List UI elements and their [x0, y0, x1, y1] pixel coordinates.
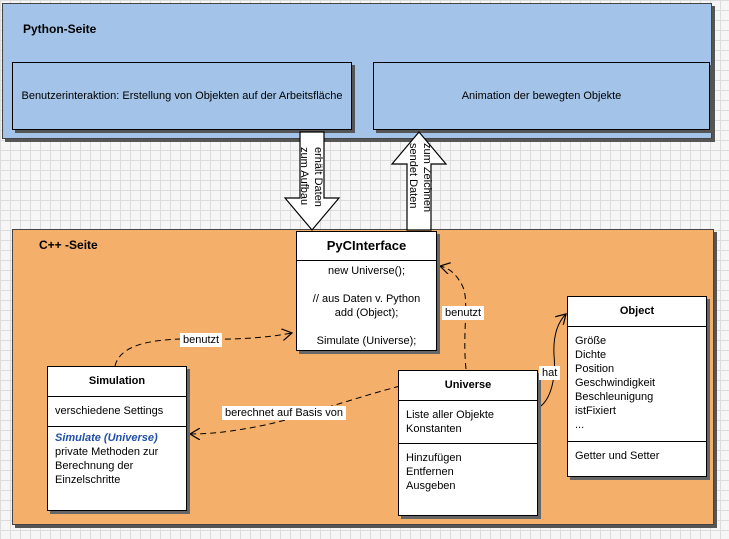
pycinterface-line-simulate: Simulate (Universe); [316, 335, 417, 347]
universe-computes-sim-label: berechnet auf Basis von [222, 406, 347, 420]
universe-uses-iface-connector [440, 266, 467, 370]
receive-data-label-1: erhält Daten [312, 147, 324, 207]
simulation-methods: Simulate (Universe) private Methoden zur… [48, 427, 186, 490]
object-attr: ... [575, 419, 585, 431]
universe-has-object-label: hat [539, 366, 561, 380]
simulation-class[interactable]: Simulation verschiedene Settings Simulat… [47, 366, 187, 511]
universe-has-object-connector [537, 314, 566, 409]
object-title: Object [568, 297, 706, 327]
send-data-label-1: sendet Daten [407, 143, 419, 209]
object-attr: istFixiert [575, 405, 616, 417]
pycinterface-line-add: add (Object); [334, 307, 399, 319]
object-method-getset: Getter und Setter [575, 450, 660, 462]
universe-operations: Hinzufügen Entfernen Ausgeben [399, 444, 537, 496]
simulation-attr-settings: verschiedene Settings [55, 405, 164, 417]
simulation-method-simulate: Simulate (Universe) [55, 432, 158, 444]
object-class[interactable]: Object Größe Dichte Position Geschwindig… [567, 296, 707, 477]
animation-text: Animation der bewegten Objekte [461, 89, 622, 102]
pycinterface-line-comment: // aus Daten v. Python [312, 293, 421, 305]
universe-op-remove: Entfernen [406, 466, 454, 478]
user-interaction-box[interactable]: Benutzerinteraktion: Erstellung von Obje… [12, 62, 352, 130]
pycinterface-title: PyCInterface [297, 232, 436, 261]
send-data-label-2: zum Zeichnen [421, 143, 433, 213]
send-data-arrow [390, 131, 448, 231]
universe-attr-list: Liste aller Objekte [406, 409, 495, 421]
cpp-side-title: C++ -Seite [39, 238, 98, 252]
universe-computes-sim-connector [190, 385, 401, 434]
receive-data-label-2: zum Aufbau [298, 147, 310, 206]
universe-class[interactable]: Universe Liste aller Objekte Konstanten … [398, 370, 538, 516]
python-side-title: Python-Seite [23, 22, 97, 36]
universe-op-add: Hinzufügen [406, 452, 462, 464]
user-interaction-text: Benutzerinteraktion: Erstellung von Obje… [21, 89, 343, 102]
pycinterface-line-new: new Universe(); [327, 265, 406, 277]
universe-attributes: Liste aller Objekte Konstanten [399, 401, 537, 444]
object-attributes: Größe Dichte Position Geschwindigkeit Be… [568, 327, 706, 442]
object-attr: Geschwindigkeit [575, 377, 656, 389]
object-attr: Größe [575, 335, 607, 347]
simulation-method-desc: private Methoden zur Berechnung der Einz… [55, 446, 159, 486]
universe-uses-iface-label: benutzt [442, 306, 485, 320]
pycinterface-class[interactable]: PyCInterface new Universe(); // aus Date… [296, 231, 437, 351]
universe-attr-constants: Konstanten [406, 423, 462, 435]
simulation-attributes: verschiedene Settings [48, 397, 186, 427]
object-methods: Getter und Setter [568, 442, 706, 466]
object-attr: Beschleunigung [575, 391, 654, 403]
simulation-title: Simulation [48, 367, 186, 397]
object-attr: Dichte [575, 349, 607, 361]
receive-data-arrow [283, 131, 341, 231]
sim-uses-iface-label: benutzt [180, 333, 223, 347]
universe-op-output: Ausgeben [406, 480, 456, 492]
object-attr: Position [575, 363, 615, 375]
animation-box[interactable]: Animation der bewegten Objekte [373, 62, 710, 130]
universe-title: Universe [399, 371, 537, 401]
